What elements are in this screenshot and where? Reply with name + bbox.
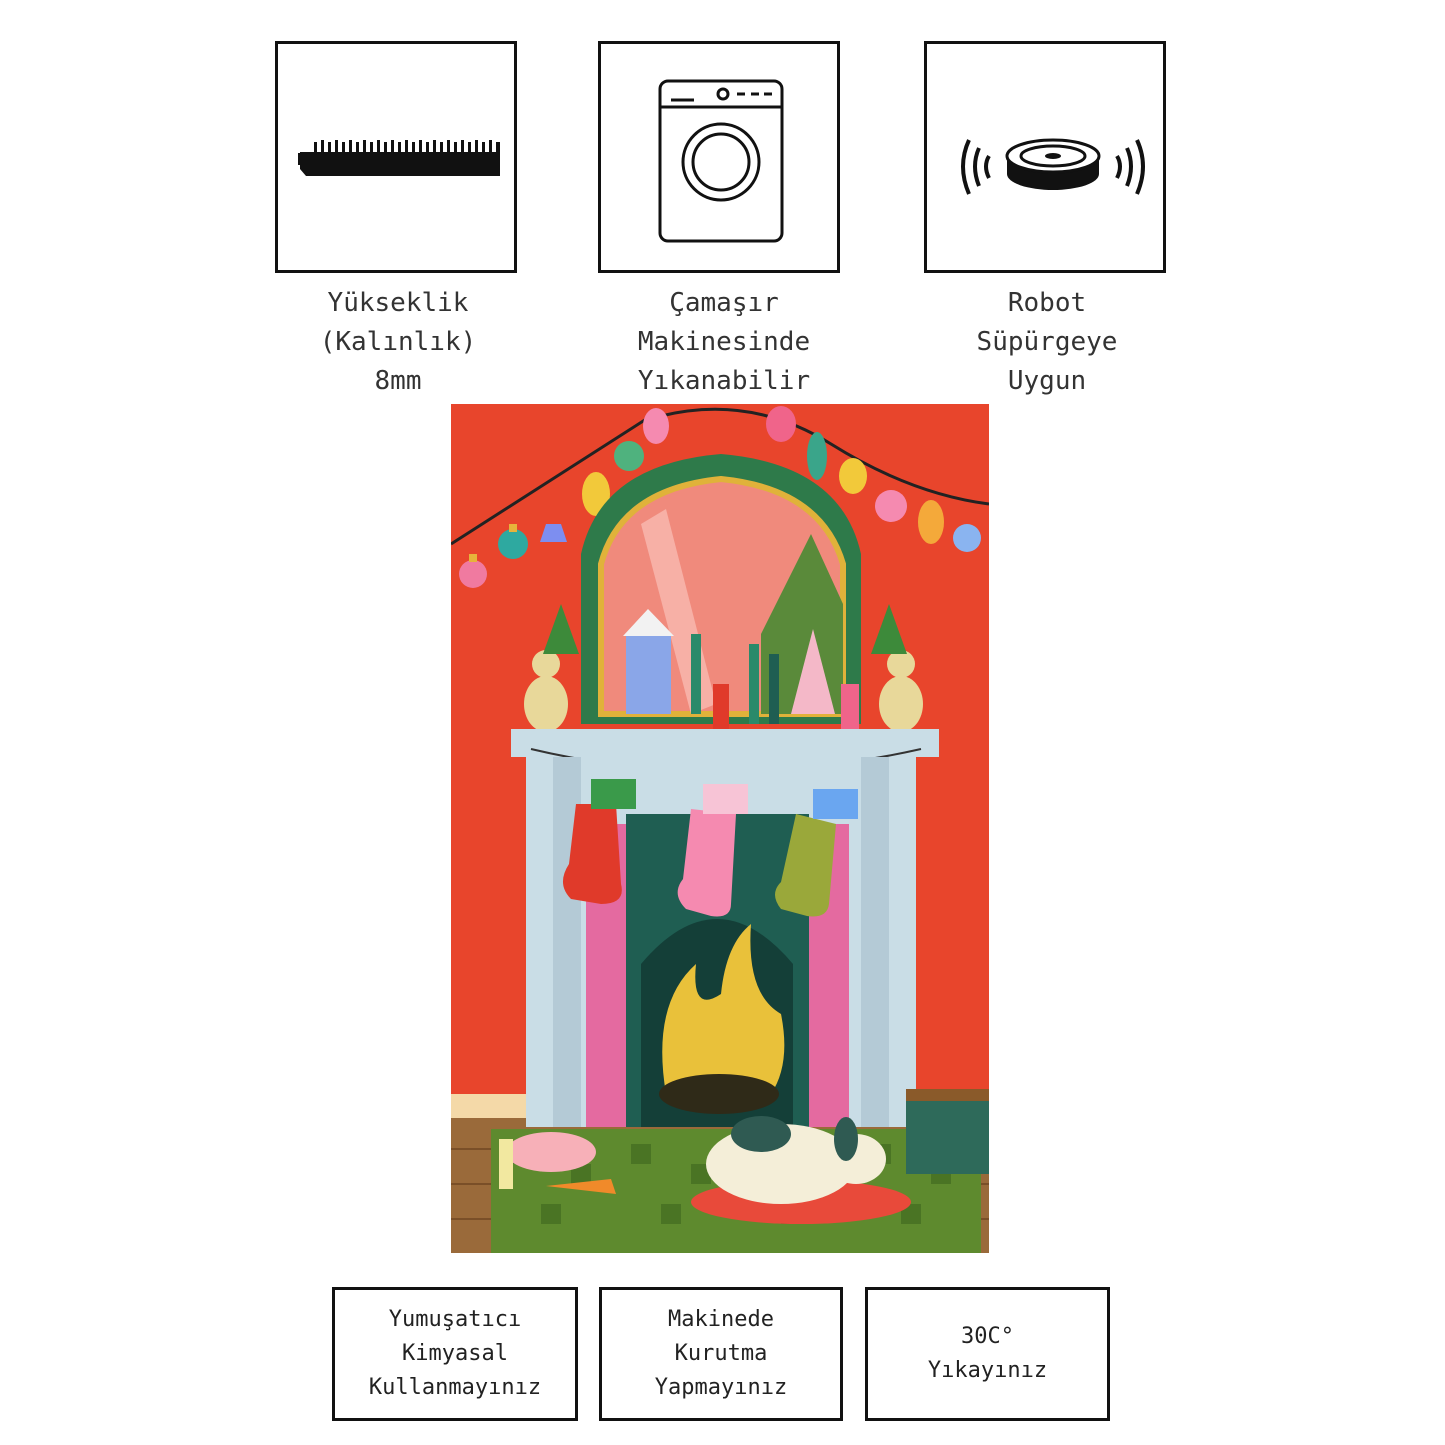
caption-line: Süpürgeye	[976, 327, 1118, 357]
caption-line: Robot	[1007, 288, 1087, 318]
care-line: 30C°	[961, 1324, 1014, 1349]
cookie-plate	[506, 1132, 596, 1172]
robot-vacuum-caption: Robot Süpürgeye Uygun	[897, 284, 1197, 401]
ornament-garland	[451, 407, 989, 546]
fire-flame	[662, 924, 785, 1094]
washing-machine-caption: Çamaşır Makinesinde Yıkanabilir	[574, 284, 874, 401]
pink-tree	[791, 629, 835, 714]
washing-machine-icon	[658, 79, 784, 243]
care-wash-30c-box: 30C° Yıkayınız	[865, 1287, 1110, 1421]
rug-illustration	[451, 404, 989, 1253]
caption-line: (Kalınlık)	[319, 327, 477, 357]
pile-height-icon	[298, 140, 500, 176]
care-line: Makinede	[668, 1307, 774, 1332]
stocking-red	[562, 804, 622, 904]
care-no-softener-box: Yumuşatıcı Kimyasal Kullanmayınız	[332, 1287, 578, 1421]
ceramic-dog-left	[524, 650, 568, 732]
caption-line: Uygun	[1007, 366, 1087, 396]
care-line: Kurutma	[674, 1341, 768, 1366]
robot-vacuum-feature-box	[924, 41, 1166, 273]
caption-line: Yıkanabilir	[637, 366, 811, 396]
care-no-machine-dry-box: Makinede Kurutma Yapmayınız	[599, 1287, 843, 1421]
caption-line: Çamaşır	[669, 288, 779, 318]
pile-height-feature-box	[275, 41, 517, 273]
pile-height-caption: Yükseklik (Kalınlık) 8mm	[248, 284, 548, 401]
caption-line: Yükseklik	[327, 288, 469, 318]
ceramic-dog-right	[879, 650, 923, 732]
care-line: Yumuşatıcı	[388, 1307, 522, 1332]
toy-house	[626, 634, 671, 714]
care-line: Yıkayınız	[927, 1358, 1048, 1383]
hanging-ornaments	[459, 406, 981, 588]
wine-glass	[499, 1139, 513, 1189]
carrot	[546, 1179, 616, 1194]
care-line: Kimyasal	[402, 1341, 508, 1366]
stocking-olive	[775, 814, 836, 917]
robot-vacuum-icon	[961, 138, 1145, 195]
washing-machine-feature-box	[598, 41, 840, 273]
care-line: Yapmayınız	[654, 1375, 788, 1400]
fireplace-illustration	[451, 404, 989, 1253]
fire-grate	[659, 1074, 779, 1114]
log-basket	[906, 1094, 989, 1174]
caption-line: 8mm	[374, 366, 422, 396]
stocking-pink	[677, 809, 736, 917]
care-line: Kullanmayınız	[368, 1375, 542, 1400]
mantel-shelf	[511, 729, 939, 757]
caption-line: Makinesinde	[637, 327, 811, 357]
